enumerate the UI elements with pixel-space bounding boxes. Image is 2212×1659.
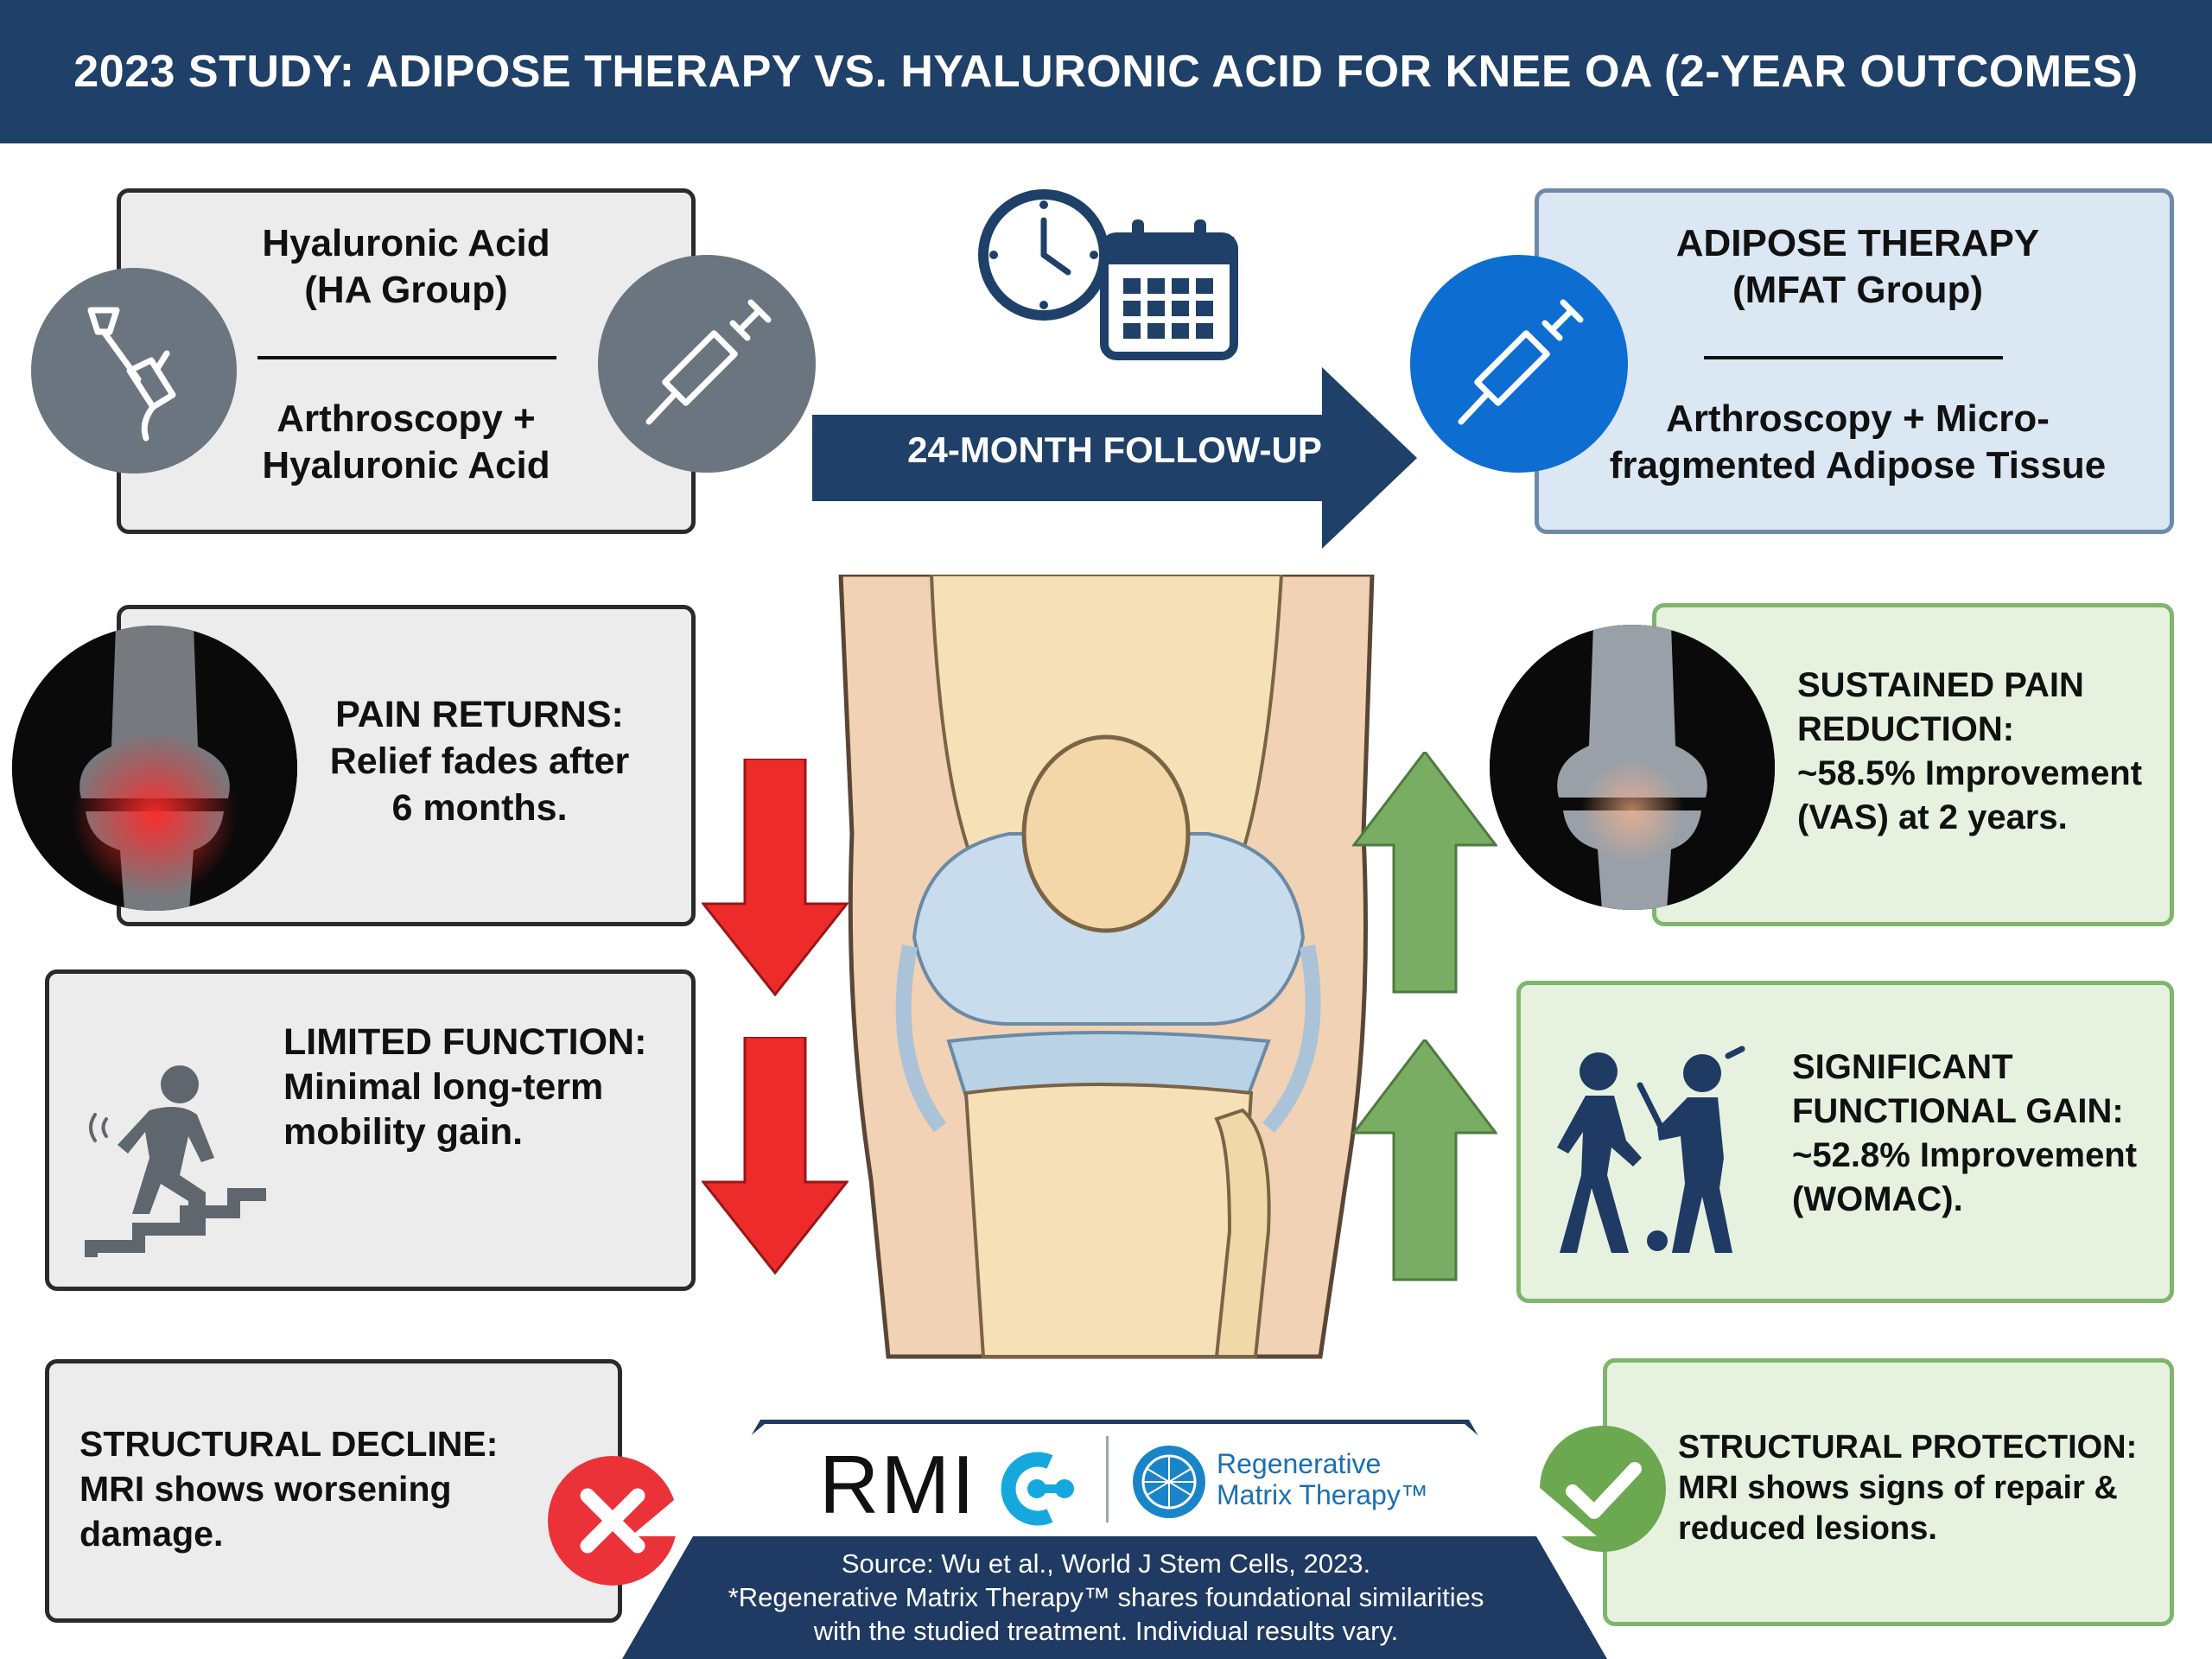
knee-joint-illustration	[838, 575, 1375, 1359]
page-title: 2023 STUDY: ADIPOSE THERAPY VS. HYALURON…	[73, 47, 2139, 97]
xray-healthy-knee	[1490, 625, 1775, 910]
mfat-title-line2: (MFAT Group)	[1732, 269, 1983, 311]
brand-divider	[1106, 1436, 1109, 1522]
pain-returns-line3: 6 months.	[391, 787, 568, 829]
up-arrow-pain	[1352, 752, 1497, 994]
mfat-desc-line2: fragmented Adipose Tissue	[1609, 444, 2107, 486]
source-line3: with the studied treatment. Individual r…	[813, 1616, 1399, 1646]
brand-panel	[622, 1420, 1607, 1659]
down-arrow-pain	[702, 759, 849, 996]
clock-icon	[975, 186, 1113, 324]
mfat-desc-line1: Arthroscopy + Micro-	[1666, 397, 2050, 440]
limited-function-line3: mobility gain.	[283, 1111, 524, 1153]
sustained-pain-line4: (VAS) at 2 years.	[1797, 798, 2068, 836]
structural-protection-line3: reduced lesions.	[1678, 1510, 1937, 1547]
pain-returns-line2: Relief fades after	[329, 741, 630, 782]
mfat-group-desc: Arthroscopy + Micro- fragmented Adipose …	[1564, 396, 2152, 489]
ha-desc-line2: Hyaluronic Acid	[262, 444, 550, 486]
sustained-pain-text: SUSTAINED PAIN REDUCTION: ~58.5% Improve…	[1797, 664, 2169, 840]
limited-function-text: LIMITED FUNCTION: Minimal long-term mobi…	[283, 1020, 690, 1154]
structural-protection-line2: MRI shows signs of repair &	[1678, 1470, 2118, 1506]
x-mark-icon	[546, 1454, 680, 1588]
mfat-divider	[1704, 356, 2003, 359]
mfat-title-line1: ADIPOSE THERAPY	[1675, 222, 2040, 264]
sustained-pain-heading1: SUSTAINED PAIN	[1797, 666, 2084, 704]
structural-protection-heading: STRUCTURAL PROTECTION:	[1678, 1429, 2138, 1465]
source-line1: Source: Wu et al., World J Stem Cells, 2…	[841, 1548, 1371, 1579]
rmt-line2: Matrix Therapy™	[1217, 1479, 1428, 1510]
limited-function-heading: LIMITED FUNCTION:	[283, 1021, 647, 1063]
structural-decline-text: STRUCTURAL DECLINE: MRI shows worsening …	[79, 1421, 563, 1556]
calendar-icon	[1097, 216, 1240, 361]
functional-gain-heading1: SIGNIFICANT	[1792, 1048, 2013, 1086]
up-arrow-function	[1352, 1039, 1497, 1281]
structural-protection-card	[1603, 1358, 2174, 1626]
rmt-logo-text: Regenerative Matrix Therapy™	[1217, 1448, 1428, 1510]
ha-desc-line1: Arthroscopy +	[276, 397, 536, 440]
functional-gain-line3: ~52.8% Improvement	[1792, 1136, 2138, 1174]
structural-decline-line2: MRI shows worsening	[79, 1469, 452, 1509]
syringe-icon-mfat	[1410, 255, 1628, 473]
limited-function-card	[45, 969, 696, 1291]
functional-gain-line4: (WOMAC).	[1792, 1180, 1963, 1218]
follow-up-arrow	[812, 367, 1417, 549]
limited-function-line2: Minimal long-term	[283, 1066, 604, 1108]
xray-inflamed-knee	[12, 626, 297, 911]
rmi-logo-text: RMI	[819, 1439, 976, 1531]
mfat-group-title: ADIPOSE THERAPY (MFAT Group)	[1564, 220, 2152, 314]
ha-title-line2: (HA Group)	[304, 269, 508, 311]
functional-gain-heading2: FUNCTIONAL GAIN:	[1792, 1092, 2124, 1130]
ha-title-line1: Hyaluronic Acid	[262, 222, 550, 264]
structural-protection-text: STRUCTURAL PROTECTION: MRI shows signs o…	[1678, 1427, 2171, 1549]
source-line2: *Regenerative Matrix Therapy™ shares fou…	[728, 1582, 1484, 1612]
sustained-pain-heading2: REDUCTION:	[1797, 710, 2015, 748]
ha-group-title: Hyaluronic Acid (HA Group)	[181, 220, 631, 314]
person-stairs-icon	[67, 1063, 275, 1270]
rmi-logo-mark-icon	[985, 1450, 1089, 1528]
arthroscope-icon	[31, 268, 237, 474]
syringe-icon	[598, 255, 816, 473]
source-note: Source: Wu et al., World J Stem Cells, 2…	[657, 1547, 1555, 1648]
structural-decline-card	[45, 1359, 622, 1623]
rmt-logo-icon	[1130, 1443, 1208, 1521]
rmt-line1: Regenerative	[1217, 1448, 1382, 1479]
follow-up-label: 24-MONTH FOLLOW-UP	[907, 429, 1322, 470]
sustained-pain-line3: ~58.5% Improvement	[1797, 754, 2143, 792]
walking-golfer-icon	[1547, 1046, 1763, 1257]
ha-divider	[257, 356, 556, 359]
down-arrow-function	[702, 1037, 849, 1274]
header-bar: 2023 STUDY: ADIPOSE THERAPY VS. HYALURON…	[0, 0, 2212, 143]
pain-returns-heading: PAIN RETURNS:	[335, 694, 624, 735]
ha-group-desc: Arthroscopy + Hyaluronic Acid	[181, 396, 631, 489]
structural-decline-heading: STRUCTURAL DECLINE:	[79, 1424, 499, 1464]
structural-decline-line3: damage.	[79, 1514, 224, 1554]
functional-gain-text: SIGNIFICANT FUNCTIONAL GAIN: ~52.8% Impr…	[1792, 1046, 2172, 1222]
pain-returns-text: PAIN RETURNS: Relief fades after 6 month…	[298, 691, 661, 831]
